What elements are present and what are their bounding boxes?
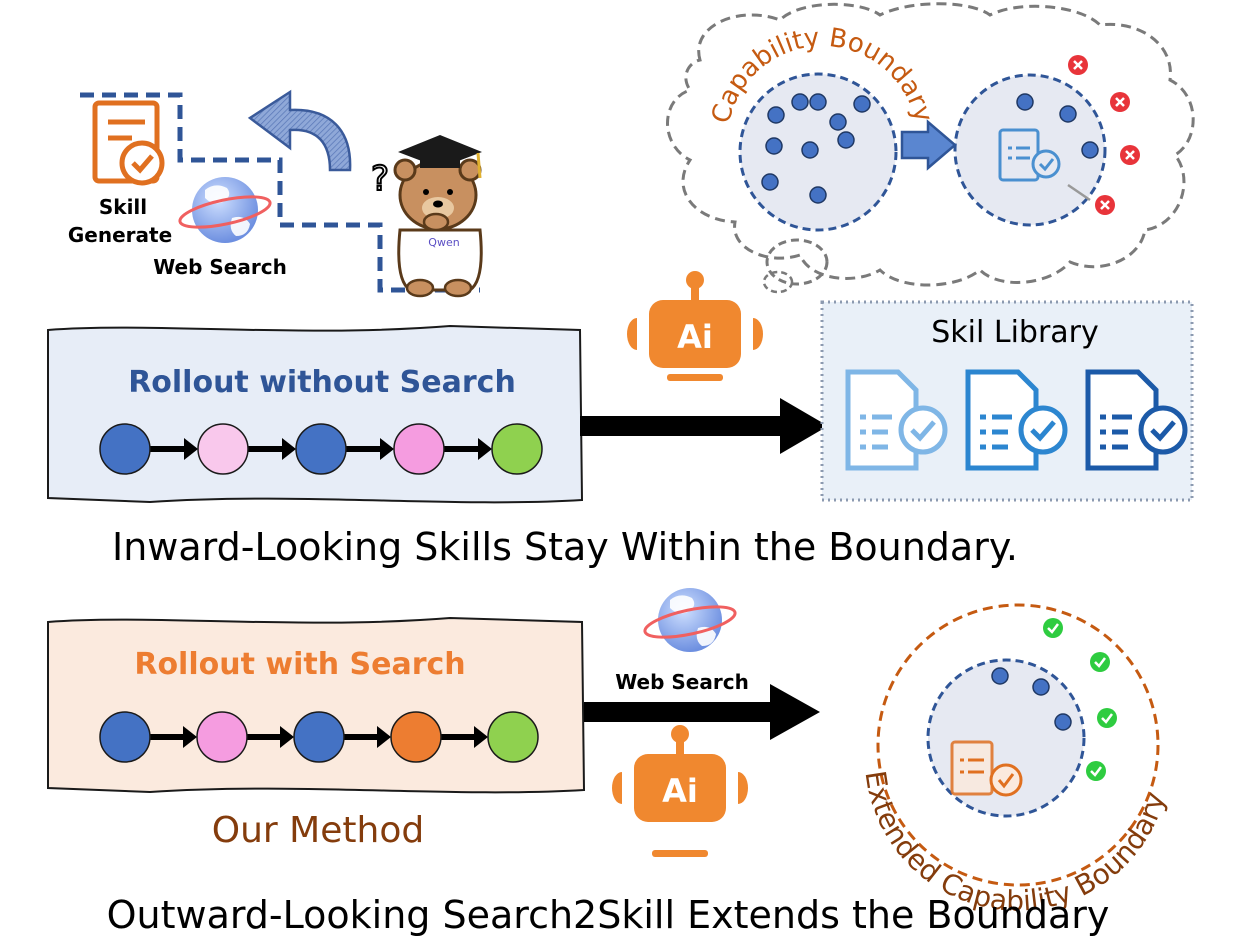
failure-x-icons <box>1068 55 1140 215</box>
rollout-with-chain <box>99 711 539 763</box>
skill-document-icon-cloud <box>998 128 1061 182</box>
chain-node-blue <box>295 423 347 475</box>
bear-mascot: Qwen <box>393 135 483 298</box>
chain-node-green <box>491 423 543 475</box>
chain-arrowhead <box>183 726 197 748</box>
chain-node-light-pink <box>197 423 249 475</box>
ai-badge-text-bottom: Ai <box>662 772 698 810</box>
big-arrow-bottom <box>584 684 820 740</box>
chain-node-blue <box>293 711 345 763</box>
rollout-with-panel <box>47 616 586 794</box>
chain-arrowhead <box>184 438 198 460</box>
skill-document-icon-1 <box>845 369 948 471</box>
skill-document-icon-extended <box>950 740 1023 797</box>
web-search-label-top: Web Search <box>153 255 287 279</box>
chain-arrowhead <box>282 438 296 460</box>
ai-robot-icon-bottom: Ai <box>612 725 748 857</box>
staircase-path <box>80 92 480 293</box>
web-search-label-bottom: Web Search <box>615 670 749 694</box>
chain-arrowhead <box>377 726 391 748</box>
skill-library-title: Skil Library <box>931 315 1099 350</box>
rollout-without-panel <box>47 324 584 504</box>
chain-node-orange <box>390 711 442 763</box>
rollout-without-chain <box>99 423 543 475</box>
chain-arrowhead <box>280 726 294 748</box>
skill-document-icon-2 <box>965 369 1068 471</box>
chain-arrowhead <box>478 438 492 460</box>
chain-node-green <box>487 711 539 763</box>
success-check-icons <box>1043 618 1117 781</box>
bear-shirt-text: Qwen <box>428 236 459 249</box>
ai-robot-icon-top: Ai <box>627 271 763 381</box>
globe-icon-bottom <box>643 588 737 652</box>
big-arrow-top <box>580 398 828 454</box>
rollout-with-title: Rollout with Search <box>134 647 465 682</box>
globe-icon <box>178 177 272 243</box>
chain-node-pink <box>196 711 248 763</box>
ai-badge-text-top: Ai <box>677 318 713 356</box>
capability-points <box>761 93 871 204</box>
block-arrow-icon <box>900 119 957 171</box>
skill-document-icon-3 <box>1085 369 1188 471</box>
caption-inward: Inward-Looking Skills Stay Within the Bo… <box>112 525 1018 569</box>
rollout-without-title: Rollout without Search <box>128 365 516 400</box>
pointer-line <box>1067 183 1091 202</box>
chain-arrowhead <box>474 726 488 748</box>
skill-generate-label-line2: Generate <box>68 223 172 247</box>
chain-node-blue <box>99 711 151 763</box>
capability-points-right <box>1016 93 1099 159</box>
chain-node-pink <box>393 423 445 475</box>
skill-document-icon <box>92 100 165 186</box>
skill-generate-label-line1: Skill <box>99 195 147 219</box>
question-mark-icon: ? <box>371 159 389 199</box>
thought-cloud <box>666 2 1195 294</box>
extended-points <box>991 667 1072 731</box>
our-method-label: Our Method <box>212 810 424 851</box>
curved-arrow-icon <box>247 89 352 172</box>
chain-node-blue <box>99 423 151 475</box>
chain-arrowhead <box>380 438 394 460</box>
caption-outward: Outward-Looking Search2Skill Extends the… <box>107 893 1110 937</box>
skill-library-documents <box>845 369 1188 471</box>
